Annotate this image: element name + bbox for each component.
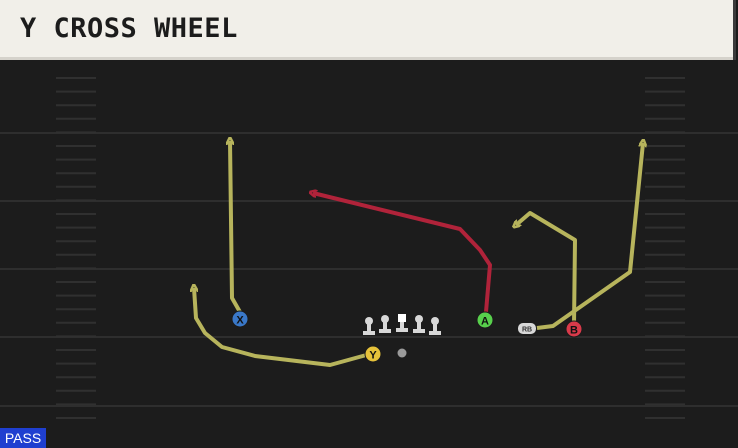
title-bar: Y CROSS WHEEL [0, 0, 736, 60]
rb-route [536, 143, 643, 330]
player-rb[interactable]: RB [518, 323, 536, 334]
player-rb-label: RB [522, 327, 532, 334]
player-y-label: Y [369, 350, 377, 362]
yard-lines [0, 132, 738, 407]
player-b[interactable]: B [565, 320, 583, 338]
player-b-label: B [570, 325, 578, 337]
quarterback-marker [397, 348, 407, 358]
lineman-icon [429, 317, 441, 335]
lineman-icon [379, 315, 391, 333]
player-y[interactable]: Y [364, 345, 382, 363]
x-route [230, 141, 242, 313]
player-x-label: X [236, 315, 244, 327]
lineman-icon [363, 317, 375, 335]
play-title: Y CROSS WHEEL [20, 13, 238, 44]
player-a-label: A [481, 316, 489, 328]
play-type-badge: PASS [0, 428, 46, 448]
play-field: X Y A B RB [0, 60, 738, 448]
hash-marks-left [56, 77, 96, 419]
lineman-icon [413, 315, 425, 333]
player-a[interactable]: A [476, 311, 494, 329]
player-x[interactable]: X [231, 310, 249, 328]
field-surface [0, 60, 738, 448]
b-route [516, 211, 577, 326]
y-route [194, 288, 371, 367]
field-diagram: X Y A B RB [0, 60, 738, 448]
hash-marks-right [645, 77, 685, 419]
center-icon [396, 314, 408, 332]
a-route [313, 193, 492, 313]
offensive-line [363, 314, 441, 335]
